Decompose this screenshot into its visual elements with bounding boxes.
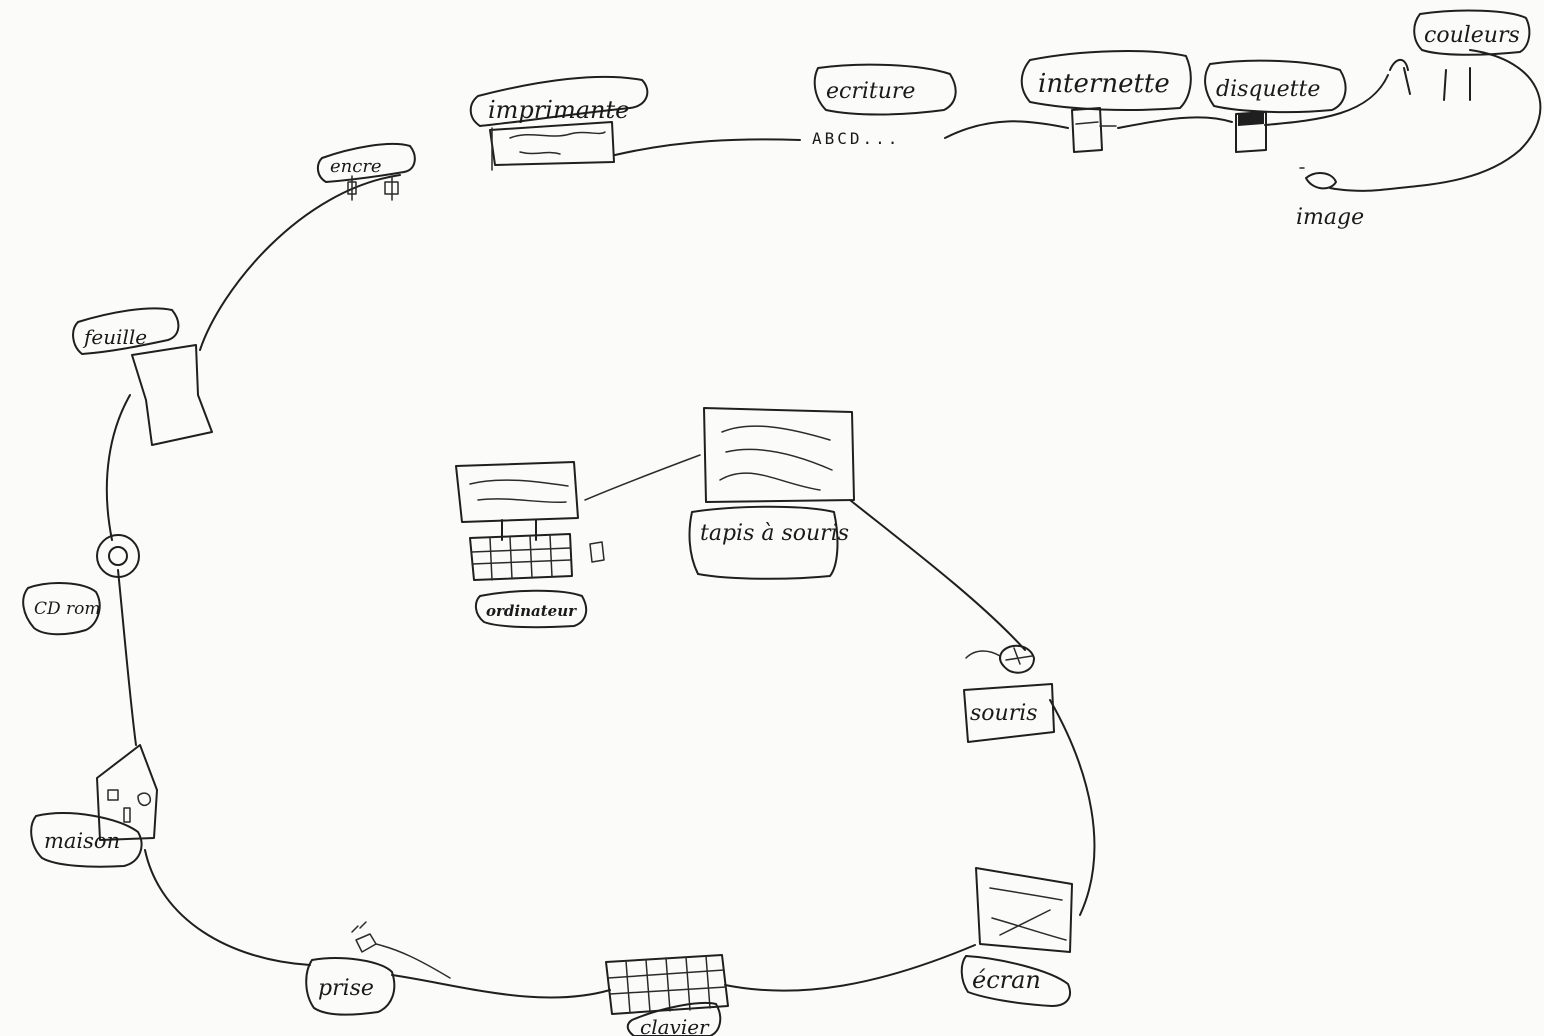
- couleurs-image-connector: [1330, 50, 1540, 191]
- cd-rom-label-bubble: CD rom: [23, 583, 100, 634]
- ordinateur-label-bubble: ordinateur: [476, 591, 586, 627]
- color-pencils-icon: [1404, 68, 1470, 100]
- floppy-disk-icon: [1236, 112, 1266, 152]
- souris-label-bubble: souris: [964, 684, 1054, 742]
- abcd-text: ABCD...: [812, 129, 900, 148]
- clavier-label: clavier: [640, 1015, 710, 1036]
- ecran-label: écran: [972, 966, 1041, 994]
- imprimante-label-bubble: imprimante: [471, 77, 648, 126]
- printer-icon: [490, 122, 614, 170]
- monitor-computer-connector: [585, 455, 700, 500]
- screen-icon: [976, 868, 1072, 952]
- ecriture-label: ecriture: [826, 79, 915, 104]
- couleurs-label-bubble: couleurs: [1414, 11, 1529, 55]
- souris-label: souris: [970, 701, 1038, 726]
- imprimante-label: imprimante: [488, 96, 629, 124]
- internette-label-bubble: internette: [1022, 51, 1191, 110]
- cd-rom-label: CD rom: [34, 599, 101, 619]
- feuille-label-bubble: feuille: [73, 308, 178, 354]
- maison-label: maison: [44, 829, 120, 853]
- tapis-souris-label-bubble: tapis à souris: [690, 507, 850, 579]
- ecran-label-bubble: écran: [962, 956, 1070, 1006]
- encre-label-bubble: encre: [318, 144, 415, 182]
- prise-label: prise: [318, 976, 374, 1001]
- plug-icon: [352, 922, 450, 978]
- loop-top-connector: [615, 60, 1408, 155]
- loop-connector: [107, 175, 1095, 998]
- computer-icon: [456, 462, 604, 580]
- image-camera-icon: [1300, 168, 1336, 188]
- internette-label: internette: [1038, 69, 1170, 99]
- feuille-label: feuille: [82, 325, 147, 349]
- monitor-icon: [704, 408, 854, 502]
- paper-sheet-icon: [132, 345, 212, 445]
- encre-label: encre: [330, 156, 382, 177]
- prise-label-bubble: prise: [306, 958, 394, 1015]
- ecriture-label-bubble: ecriture: [815, 65, 956, 115]
- keyboard-icon: [606, 955, 728, 1014]
- tapis-souris-label: tapis à souris: [700, 521, 849, 546]
- couleurs-label: couleurs: [1424, 23, 1520, 48]
- internet-device-icon: [1072, 108, 1116, 152]
- ordinateur-label: ordinateur: [486, 602, 577, 620]
- disquette-label-bubble: disquette: [1205, 61, 1345, 112]
- image-label: image: [1296, 205, 1364, 230]
- disquette-label: disquette: [1216, 77, 1320, 102]
